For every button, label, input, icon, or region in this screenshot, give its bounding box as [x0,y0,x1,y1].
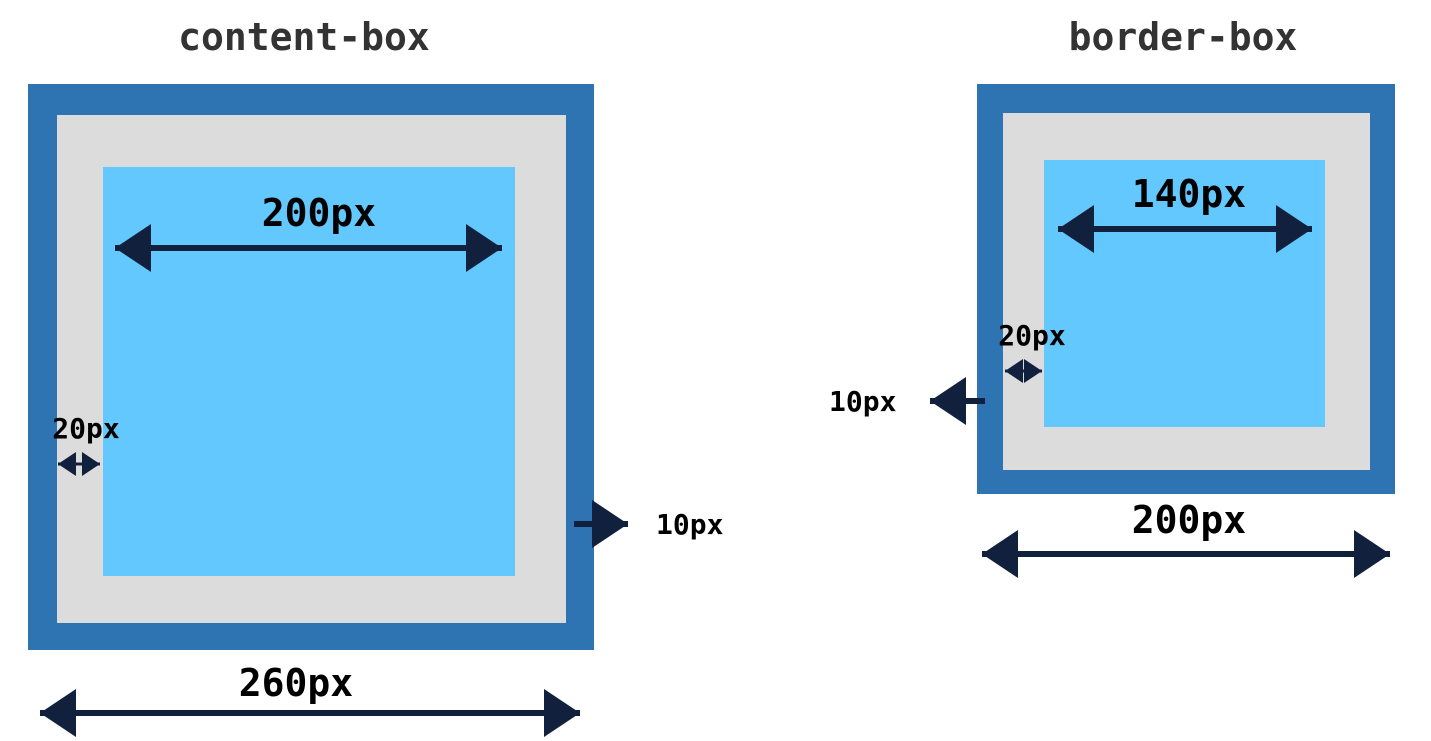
content-box-padding-label: 20px [52,412,120,445]
border-box-content-area [1044,160,1325,427]
border-box-title: border-box [1069,15,1298,59]
content-box-border-label: 10px [656,508,724,541]
content-box-content-width-label: 200px [262,191,376,235]
content-box-title: content-box [178,15,430,59]
content-box-group: content-box 200px 20px 10px 260px [28,15,724,737]
border-box-content-width-label: 140px [1132,172,1246,216]
border-box-padding-label: 20px [998,319,1066,352]
border-box-border-label: 10px [829,385,897,418]
content-box-total-width-label: 260px [239,661,353,705]
border-box-group: border-box 140px 20px 10px 200px [829,15,1395,578]
border-box-total-width-label: 200px [1132,498,1246,542]
